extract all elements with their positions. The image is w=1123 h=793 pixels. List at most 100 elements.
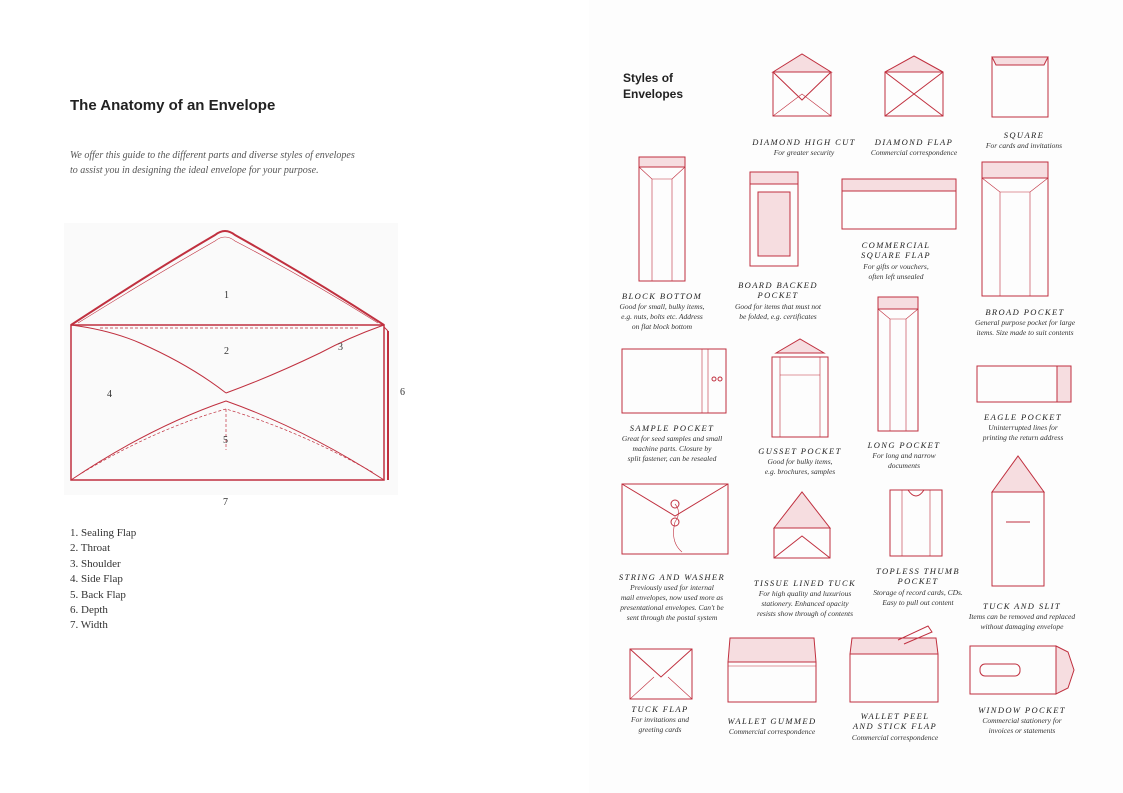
- long-pocket-illustration: [877, 296, 919, 432]
- style-desc-string-and-washer: Previously used for internal mail envelo…: [608, 583, 736, 623]
- styles-heading-line-1: Styles of: [623, 71, 674, 85]
- legend-item: 2. Throat: [70, 542, 111, 555]
- style-desc-line: on flat block bottom: [631, 322, 693, 331]
- style-desc-line: For invitations and: [631, 715, 689, 724]
- style-name-line: GUSSET POCKET: [758, 446, 842, 456]
- style-desc-block-bottom: Good for small, bulky items, e.g. nuts, …: [612, 302, 712, 332]
- square-illustration: [991, 56, 1049, 118]
- style-desc-wallet-gummed: Commercial correspondence: [718, 727, 826, 737]
- style-desc-line: Great for seed samples and small: [621, 434, 723, 443]
- legend-item: 6. Depth: [70, 604, 108, 617]
- style-desc-line: Commercial correspondence: [870, 148, 958, 157]
- style-desc-eagle-pocket: Uninterrupted lines for printing the ret…: [966, 423, 1080, 443]
- diamond-high-cut-illustration: [771, 53, 833, 117]
- style-name-line: BLOCK BOTTOM: [621, 291, 703, 301]
- tissue-lined-tuck-illustration: [772, 491, 832, 559]
- style-desc-topless-thumb-pocket: Storage of record cards, CDs. Easy to pu…: [866, 588, 970, 608]
- style-desc-broad-pocket: General purpose pocket for large items. …: [962, 318, 1088, 338]
- style-desc-line: be folded, e.g. certificates: [739, 312, 817, 321]
- style-desc-line: resists show through of contents: [756, 609, 854, 618]
- intro-text: We offer this guide to the different par…: [70, 148, 400, 178]
- legend-item: 3. Shoulder: [70, 557, 121, 570]
- board-backed-pocket-illustration: [749, 171, 799, 267]
- style-desc-square: For cards and invitations: [972, 141, 1076, 151]
- style-name-commercial-square-flap: COMMERCIAL SQUARE FLAP: [846, 240, 946, 260]
- style-desc-line: Uninterrupted lines for: [988, 423, 1058, 432]
- style-name-line: SQUARE FLAP: [861, 250, 931, 260]
- style-desc-line: invoices or statements: [988, 726, 1056, 735]
- style-name-line: AND STICK FLAP: [852, 721, 938, 731]
- style-desc-tuck-and-slit: Items can be removed and replaced withou…: [960, 612, 1084, 632]
- style-desc-line: Easy to pull out content: [882, 598, 954, 607]
- style-desc-diamond-flap: Commercial correspondence: [862, 148, 966, 158]
- diagram-number-1: 1: [224, 290, 229, 301]
- style-desc-commercial-square-flap: For gifts or vouchers, often left unseal…: [846, 262, 946, 282]
- style-desc-wallet-peel-and-stick-flap: Commercial correspondence: [840, 733, 950, 743]
- style-name-line: SQUARE: [1003, 130, 1045, 140]
- envelope-anatomy-diagram: 1 2 3 4 5 6 7: [64, 223, 405, 508]
- style-desc-line: presentational envelopes. Can't be: [620, 603, 724, 612]
- style-desc-gusset-pocket: Good for bulky items, e.g. brochures, sa…: [748, 457, 852, 477]
- style-desc-line: Good for bulky items,: [767, 457, 833, 466]
- style-desc-line: Good for small, bulky items,: [619, 302, 705, 311]
- style-desc-line: For gifts or vouchers,: [863, 262, 929, 271]
- right-page: [589, 0, 1123, 793]
- style-desc-line: e.g. brochures, samples: [764, 467, 836, 476]
- diagram-number-3: 3: [338, 342, 343, 353]
- style-name-diamond-flap: DIAMOND FLAP: [862, 137, 966, 147]
- style-desc-line: General purpose pocket for large: [974, 318, 1076, 327]
- wallet-gummed-illustration: [727, 637, 817, 703]
- style-name-wallet-peel-and-stick-flap: WALLET PEEL AND STICK FLAP: [840, 711, 950, 731]
- style-name-tuck-flap: TUCK FLAP: [612, 704, 708, 714]
- parts-legend: 1. Sealing Flap 2. Throat 3. Shoulder 4.…: [70, 526, 136, 634]
- style-name-line: STRING AND WASHER: [618, 572, 726, 582]
- wallet-peel-and-stick-flap-illustration: [849, 625, 939, 703]
- style-desc-line: often left unsealed: [868, 272, 924, 281]
- style-name-line: LONG POCKET: [867, 440, 941, 450]
- style-desc-tissue-lined-tuck: For high quality and luxurious stationer…: [742, 589, 868, 619]
- style-name-line: TISSUE LINED TUCK: [753, 578, 857, 588]
- style-name-line: WALLET PEEL: [860, 711, 930, 721]
- style-name-block-bottom: BLOCK BOTTOM: [612, 291, 712, 301]
- style-name-gusset-pocket: GUSSET POCKET: [748, 446, 852, 456]
- topless-thumb-pocket-illustration: [889, 489, 943, 557]
- style-name-broad-pocket: BROAD POCKET: [962, 307, 1088, 317]
- style-name-line: WINDOW POCKET: [978, 705, 1066, 715]
- style-name-line: DIAMOND HIGH CUT: [752, 137, 856, 147]
- style-name-line: BROAD POCKET: [985, 307, 1065, 317]
- legend-item: 4. Side Flap: [70, 573, 123, 586]
- style-desc-line: sent through the postal system: [626, 613, 718, 622]
- style-desc-line: Storage of record cards, CDs.: [873, 588, 963, 597]
- style-desc-line: Commercial stationery for: [982, 716, 1062, 725]
- style-name-line: TUCK AND SLIT: [982, 601, 1062, 611]
- style-name-eagle-pocket: EAGLE POCKET: [966, 412, 1080, 422]
- style-desc-line: stationery. Enhanced opacity: [761, 599, 849, 608]
- gusset-pocket-illustration: [771, 338, 829, 438]
- style-name-string-and-washer: STRING AND WASHER: [608, 572, 736, 582]
- style-name-tuck-and-slit: TUCK AND SLIT: [960, 601, 1084, 611]
- style-name-line: POCKET: [897, 576, 939, 586]
- style-name-diamond-high-cut: DIAMOND HIGH CUT: [745, 137, 863, 147]
- style-name-window-pocket: WINDOW POCKET: [966, 705, 1078, 715]
- legend-item: 7. Width: [70, 619, 108, 632]
- style-name-line: EAGLE POCKET: [984, 412, 1062, 422]
- legend-item: 5. Back Flap: [70, 588, 126, 601]
- diagram-number-7: 7: [223, 497, 228, 508]
- style-name-line: COMMERCIAL: [861, 240, 931, 250]
- style-name-long-pocket: LONG POCKET: [852, 440, 956, 450]
- window-pocket-illustration: [969, 645, 1075, 695]
- style-name-line: WALLET GUMMED: [727, 716, 817, 726]
- diamond-flap-illustration: [884, 55, 944, 117]
- block-bottom-illustration: [638, 156, 686, 282]
- style-name-line: BOARD BACKED: [738, 280, 818, 290]
- style-name-board-backed-pocket: BOARD BACKED POCKET: [726, 280, 830, 300]
- tuck-flap-illustration: [629, 648, 693, 700]
- style-desc-line: items. Size made to suit contents: [976, 328, 1074, 337]
- style-desc-line: Commercial correspondence: [728, 727, 816, 736]
- style-desc-sample-pocket: Great for seed samples and small machine…: [612, 434, 732, 464]
- style-name-square: SQUARE: [972, 130, 1076, 140]
- style-desc-long-pocket: For long and narrow documents: [852, 451, 956, 471]
- broad-pocket-illustration: [981, 161, 1049, 297]
- diagram-number-5: 5: [223, 435, 228, 446]
- style-desc-line: Commercial correspondence: [851, 733, 939, 742]
